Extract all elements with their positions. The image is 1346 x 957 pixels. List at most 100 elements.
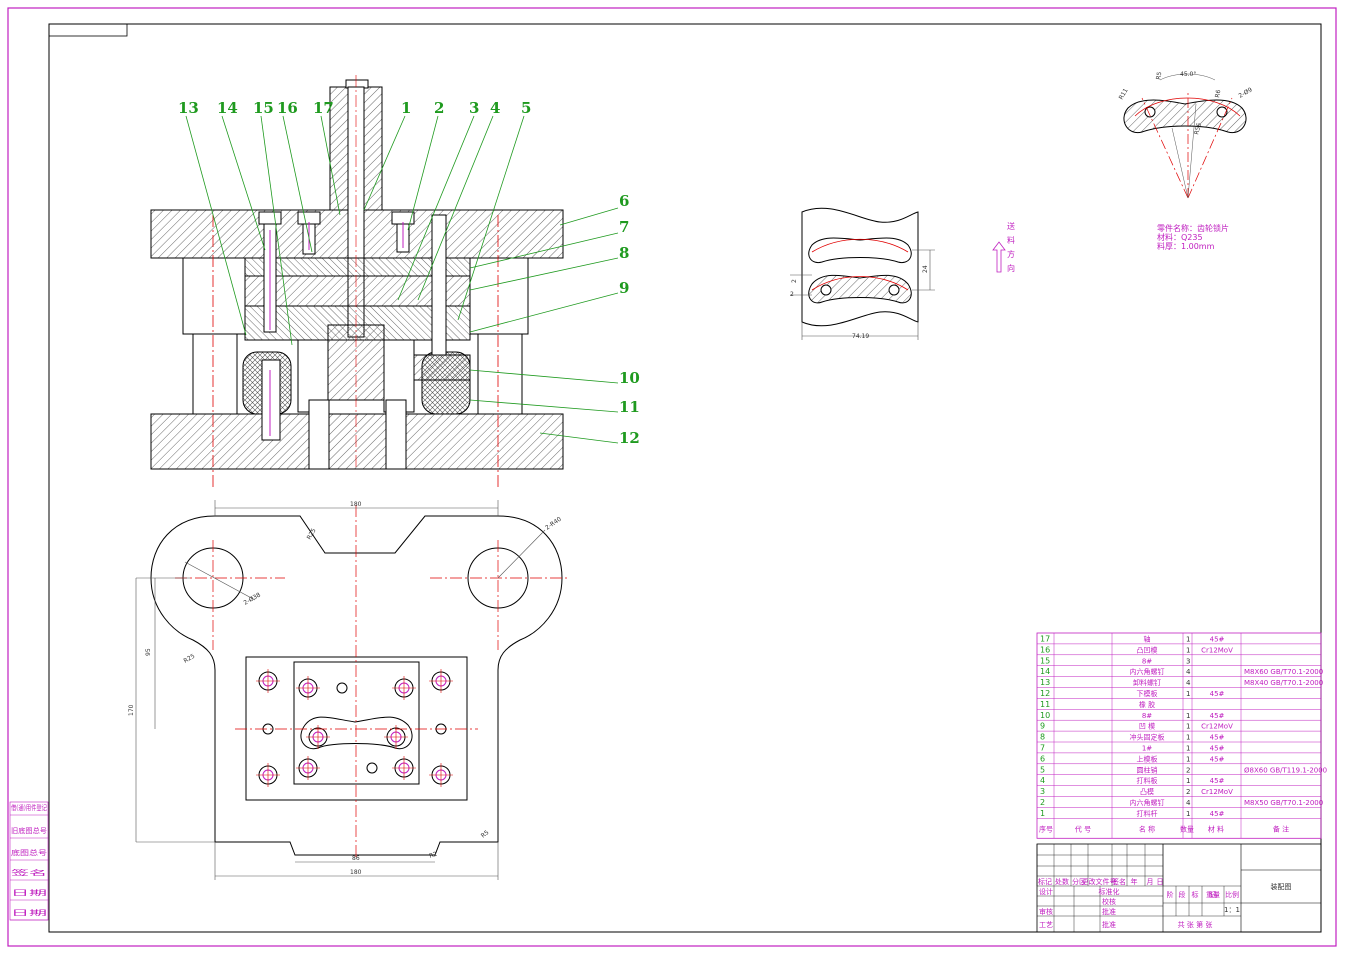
bom-qty: 2 [1186, 788, 1190, 796]
bom-no: 8 [1040, 733, 1045, 742]
dim-170: 170 [128, 704, 135, 716]
feed-char: 送 [1007, 221, 1015, 231]
bom-material: 45# [1210, 690, 1225, 698]
part-label: 2 [434, 99, 444, 117]
title-row1-cell: 月 [1147, 878, 1154, 886]
bom-no: 10 [1040, 711, 1050, 720]
part-label: 17 [313, 99, 334, 117]
bom-name: 圆柱销 [1137, 765, 1158, 774]
part-label: 4 [490, 99, 500, 117]
bom-material: 45# [1210, 745, 1225, 753]
bom-name: 下模板 [1137, 689, 1158, 698]
side-label: 旧底图总号 [11, 826, 47, 835]
bom-qty: 1 [1186, 734, 1190, 742]
tb-stage: 段 [1179, 890, 1186, 899]
inner-frame [48, 23, 1322, 933]
bom-name: 凹 模 [1139, 722, 1155, 731]
dim-inner-width: 86 [352, 855, 360, 862]
bom-qty: 4 [1186, 799, 1191, 807]
corner-box [48, 23, 128, 37]
part-label: 9 [619, 279, 629, 297]
tb-sheets: 共 张 第 张 [1178, 920, 1213, 929]
feed-char: 向 [1007, 263, 1015, 273]
bom-note: M8X60 GB/T70.1-2000 [1244, 668, 1323, 676]
side-label: 日期 [11, 909, 47, 917]
bom-no: 9 [1040, 722, 1045, 731]
bom-name: 8# [1142, 712, 1152, 720]
bom-material: 45# [1210, 734, 1225, 742]
bom-name: 凸模 [1140, 787, 1154, 796]
bom-name: 内六角螺钉 [1130, 667, 1165, 676]
tb-stage: 记 [1210, 891, 1217, 899]
bom-name: 凸凹模 [1137, 645, 1158, 654]
bom-material: Cr12MoV [1201, 723, 1233, 731]
bom-no: 14 [1040, 667, 1050, 676]
strip-width: 74.19 [852, 333, 869, 340]
title-row1-cell: 处数 [1055, 877, 1069, 886]
plan-view: 180 180 86 95 170 R25 R25 2-R40 2-Ø38 R5… [128, 500, 568, 880]
side-label: 日期 [11, 889, 47, 897]
bom-name: 轴 [1144, 635, 1151, 644]
tb-approve-b: 批准 [1102, 920, 1116, 929]
tb-design: 设计 [1039, 887, 1053, 896]
bom-name: 上模板 [1137, 754, 1158, 763]
bom-qty: 1 [1186, 690, 1190, 698]
bom-no: 11 [1040, 700, 1050, 709]
title-row1-cell: 分区 [1072, 877, 1086, 886]
bom-name: 冲头固定板 [1130, 733, 1165, 742]
bom-no: 3 [1040, 787, 1045, 796]
part-label: 8 [619, 244, 629, 262]
assembly-section-view [150, 75, 564, 490]
part-angle: 45.0° [1180, 71, 1196, 78]
bom-material: Cr12MoV [1201, 788, 1233, 796]
bom-no: 17 [1040, 635, 1050, 644]
title-row1-cell: 更改文件号 [1082, 877, 1117, 886]
title-row1-cell: 年 [1131, 877, 1138, 886]
part-name: 零件名称：齿轮锁片 [1157, 223, 1229, 233]
bom-material: Cr12MoV [1201, 646, 1233, 654]
bom-name: 打料杆 [1137, 809, 1158, 818]
title-block: 标记处数分区更改文件号签名年月日设计标准化校核审核批准工艺批准阶段标记重量比例1… [1036, 843, 1322, 933]
bom-header-material: 材 料 [1208, 824, 1224, 833]
tb-review: 审核 [1039, 907, 1053, 916]
part-d1: R11 [1118, 87, 1130, 101]
dim-r2: R2 [428, 851, 438, 860]
part-drawing: 45.0° R11 R5 2-Ø9 R56 R6 零件名称：齿轮锁片 材料：Q2… [1118, 71, 1254, 251]
part-d5: R6 [1214, 89, 1222, 98]
die-block-plan [245, 656, 468, 801]
dim-95: 95 [145, 648, 152, 656]
bom-no: 5 [1040, 765, 1045, 774]
part-label: 15 [253, 99, 274, 117]
bom-material: 45# [1210, 755, 1225, 763]
side-label: 签名 [11, 868, 47, 877]
part-d2: R5 [1155, 71, 1163, 80]
bom-qty: 1 [1186, 755, 1190, 763]
bom-name: 8# [1142, 657, 1152, 665]
dim-r40: 2-R40 [544, 516, 563, 532]
bom-name: 橡 胶 [1139, 700, 1155, 709]
bom-header-no: 序号 [1039, 824, 1053, 833]
bom-no: 12 [1040, 689, 1050, 698]
bom-no: 2 [1040, 798, 1045, 807]
bom-no: 4 [1040, 776, 1045, 785]
part-label: 3 [469, 99, 479, 117]
bom-no: 1 [1040, 809, 1045, 818]
strip-gap2: 2 [790, 291, 794, 298]
tb-scale: 1：1 [1224, 906, 1240, 914]
part-label: 11 [619, 398, 640, 416]
bom-note: Ø8X60 GB/T119.1-2000 [1244, 766, 1327, 774]
bom-header-note: 备 注 [1273, 824, 1289, 833]
part-label: 13 [178, 99, 199, 117]
outer-border [7, 7, 1337, 947]
bom-qty: 2 [1186, 766, 1190, 774]
bom-qty: 1 [1186, 646, 1190, 654]
feed-char: 料 [1007, 235, 1015, 245]
dim-top-width: 180 [350, 501, 362, 508]
part-label: 5 [521, 99, 531, 117]
tb-approve-a: 批准 [1102, 907, 1116, 916]
bom-no: 7 [1040, 744, 1045, 753]
bom-name: 打料板 [1137, 776, 1158, 785]
leaders [185, 115, 619, 444]
